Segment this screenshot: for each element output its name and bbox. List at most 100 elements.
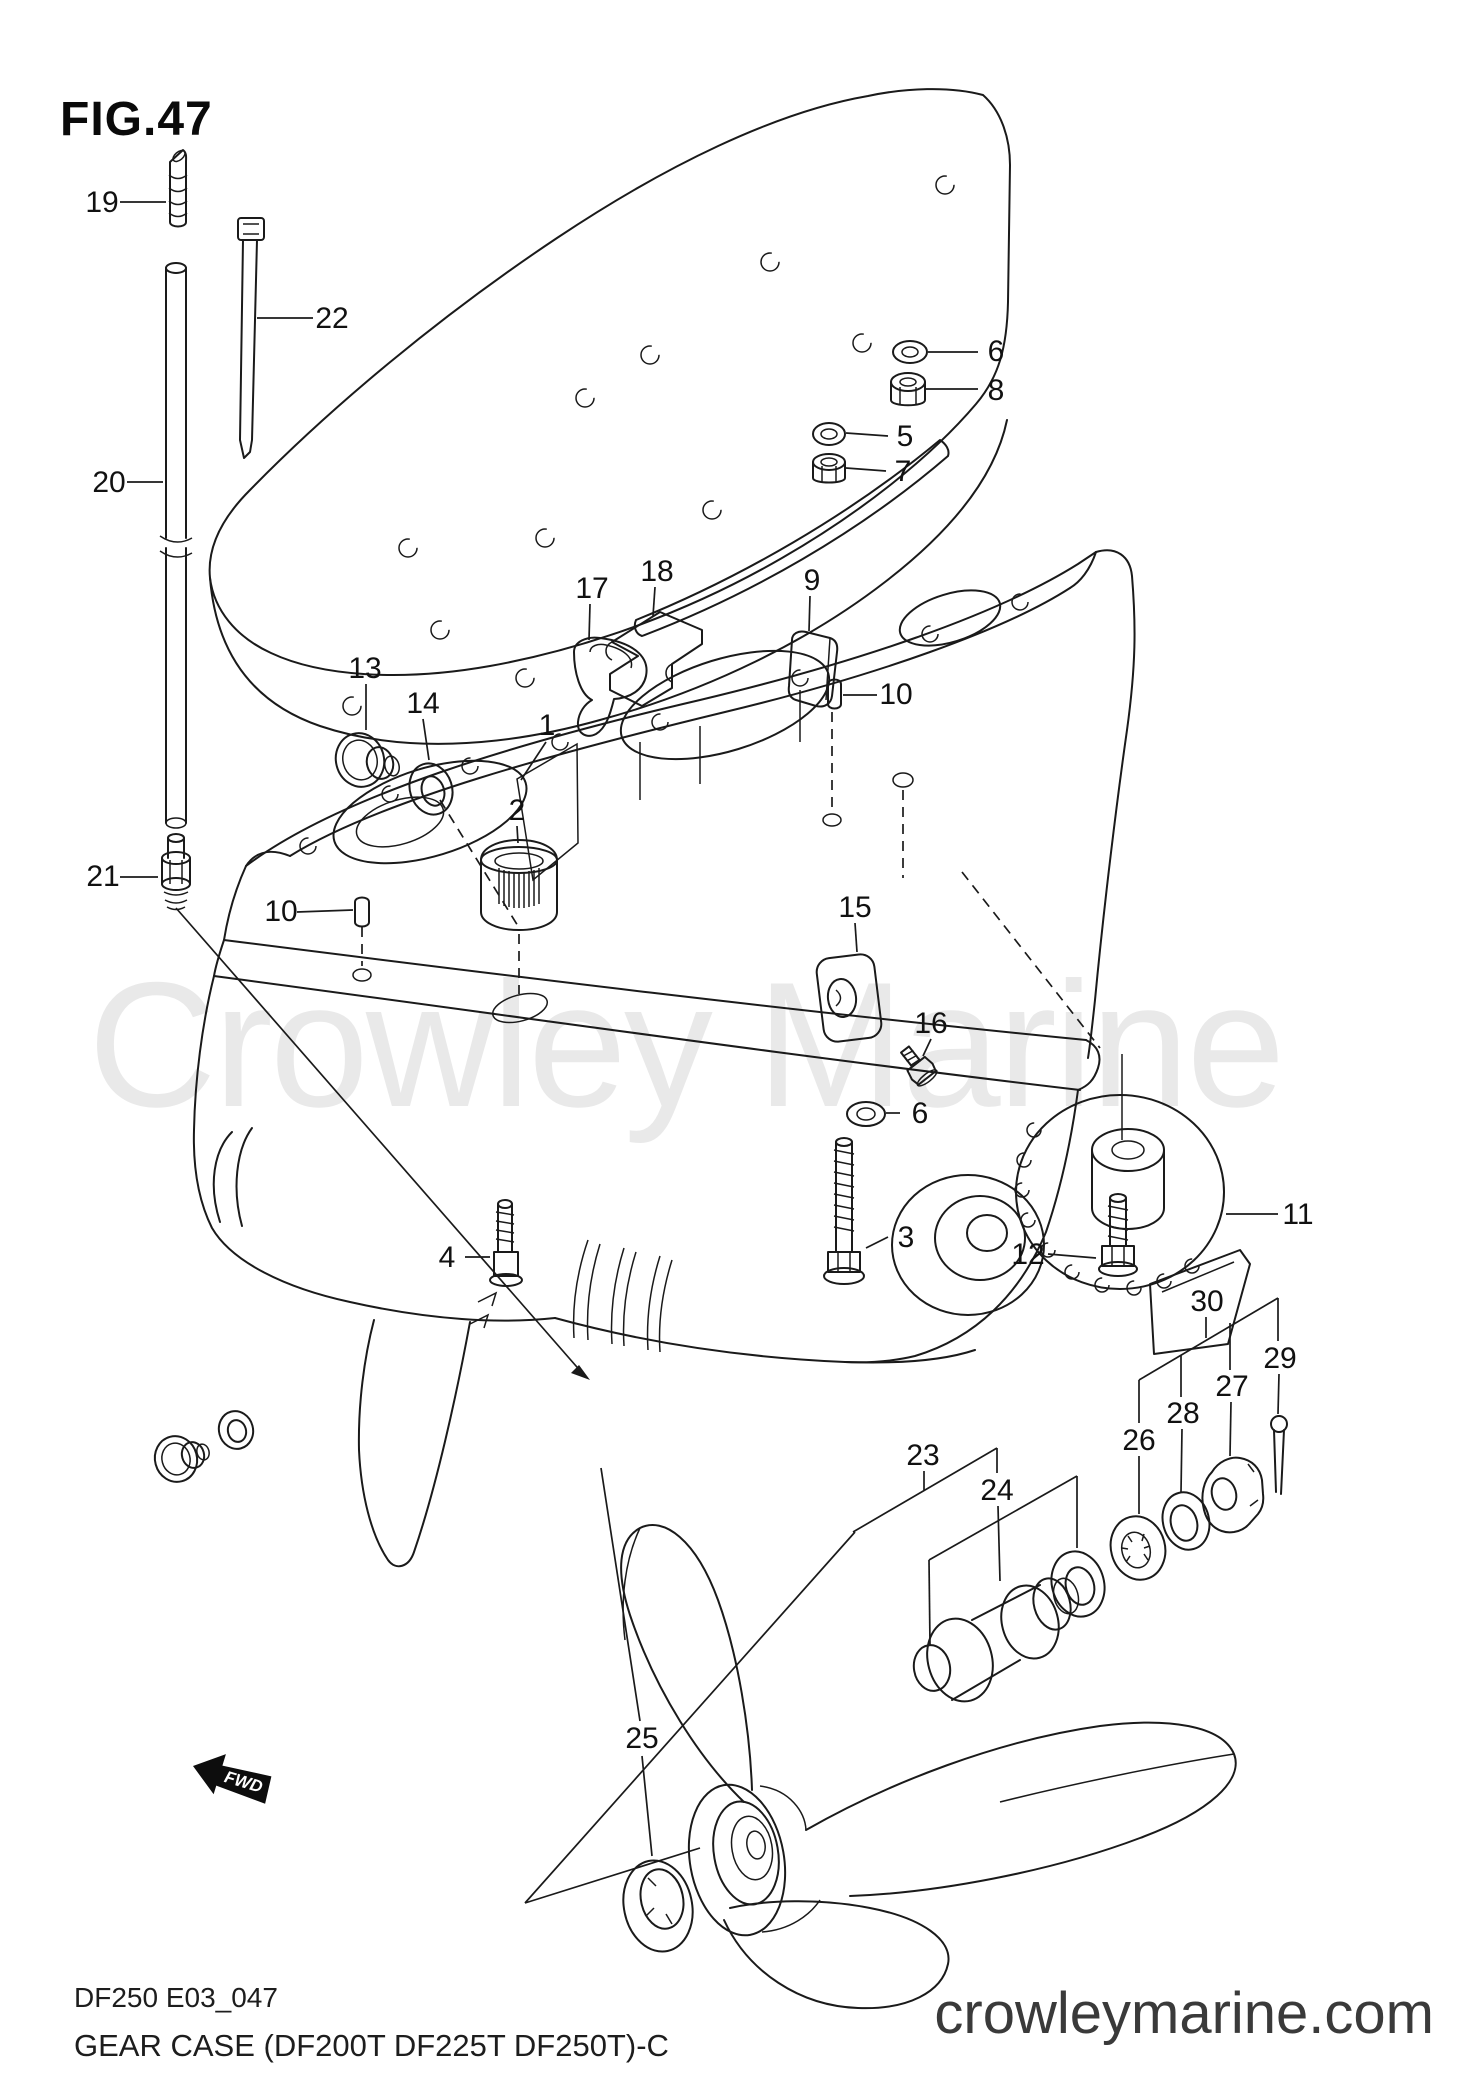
speedometer-fitting-21 (162, 834, 190, 910)
bracket-line (642, 1756, 652, 1856)
fwd-arrow: FWD (193, 1754, 272, 1804)
construction-lines (176, 712, 1278, 1903)
callout-label-20: 20 (92, 466, 125, 499)
plug-13-upper (330, 728, 402, 793)
callout-label-8: 8 (988, 374, 1005, 407)
damper-15 (815, 953, 883, 1043)
bracket-line (521, 742, 546, 780)
bracket-line (297, 910, 353, 912)
callout-label-13: 13 (348, 652, 381, 685)
bracket-line (866, 1237, 888, 1248)
bracket-line (176, 908, 583, 1374)
nut-8 (891, 373, 925, 405)
gear-case-cover (210, 89, 1010, 744)
gasket-14-lower (215, 1407, 258, 1453)
bracket-line (653, 587, 655, 616)
drawing-caption: GEAR CASE (DF200T DF225T DF250T)-C (74, 2028, 669, 2063)
castle-nut-27 (1202, 1458, 1263, 1533)
gear-case-housing (194, 550, 1135, 1566)
dowel-pin-10-upper (828, 680, 841, 709)
callout-label-10: 10 (879, 678, 912, 711)
tube-clamp-17 (574, 638, 647, 736)
washer-6-lower (847, 1102, 885, 1126)
cable-tie-22 (238, 218, 264, 458)
callout-label-24: 24 (980, 1474, 1013, 1507)
callout-label-5: 5 (897, 420, 914, 453)
callout-label-2: 2 (509, 794, 526, 827)
cotter-pin-29 (1271, 1416, 1287, 1494)
front-spacer-25 (615, 1854, 701, 1958)
bracket-line (1048, 1254, 1096, 1258)
washer-6-upper (893, 341, 927, 363)
callout-label-26: 26 (1122, 1424, 1155, 1457)
figure-number: FIG.47 (60, 93, 213, 146)
callout-label-3: 3 (898, 1221, 915, 1254)
callout-label-16: 16 (914, 1007, 947, 1040)
callout-label-6: 6 (988, 335, 1005, 368)
rear-washer (1044, 1545, 1111, 1622)
bracket-line (998, 1506, 1000, 1581)
water-flow-arrowhead (571, 1365, 590, 1380)
callout-label-25: 25 (625, 1722, 658, 1755)
gasket-14-upper (403, 758, 459, 820)
bracket-line (929, 1476, 1077, 1560)
bracket-line (601, 1468, 640, 1721)
thrust-ball-23 (910, 1642, 953, 1694)
callout-label-9: 9 (804, 564, 821, 597)
bolt-3 (824, 1138, 864, 1284)
bracket-line (1230, 1402, 1231, 1456)
propeller (621, 1525, 1236, 2008)
plug-13-lower (150, 1431, 211, 1486)
bracket-line (525, 1848, 700, 1903)
bracket-line (929, 1560, 930, 1645)
spline-washer-26 (1104, 1510, 1173, 1586)
dowel-pin-10-lower (355, 898, 369, 927)
clamp-bracket-18 (606, 612, 702, 706)
callout-label-12: 12 (1011, 1238, 1044, 1271)
callout-label-14: 14 (406, 687, 439, 720)
bracket-line (846, 433, 888, 436)
bracket-line (423, 719, 429, 760)
callout-label-1: 1 (539, 709, 556, 742)
bracket-line (517, 826, 518, 843)
callout-label-6: 6 (912, 1097, 929, 1130)
grease-nipple-19 (169, 148, 187, 226)
bracket-line (1139, 1298, 1278, 1380)
bracket-line (1278, 1374, 1279, 1414)
callout-label-23: 23 (906, 1439, 939, 1472)
bracket-line (1181, 1429, 1182, 1492)
bracket-line (853, 1448, 997, 1532)
callout-label-22: 22 (315, 302, 348, 335)
water-intake-slots (574, 1240, 672, 1352)
bracket-line (855, 923, 857, 952)
bolt-16 (895, 1042, 940, 1090)
callout-label-21: 21 (86, 860, 119, 893)
callout-label-29: 29 (1263, 1342, 1296, 1375)
callout-label-15: 15 (838, 891, 871, 924)
callout-label-4: 4 (439, 1241, 456, 1274)
bracket-line (923, 1039, 931, 1056)
watermark: Crowley Marine (88, 945, 1285, 1144)
callout-label-7: 7 (895, 455, 912, 488)
callout-label-11: 11 (1282, 1198, 1313, 1231)
callout-label-27: 27 (1215, 1370, 1248, 1403)
drawing-code: DF250 E03_047 (74, 1982, 278, 2013)
callout-label-10: 10 (264, 895, 297, 928)
bolt-12 (1099, 1194, 1137, 1276)
flange-bolt-holes (300, 594, 1028, 854)
bracket-line (525, 1532, 855, 1903)
callout-label-18: 18 (640, 555, 673, 588)
water-tube-20 (160, 263, 192, 828)
bearing-and-frame (481, 744, 578, 930)
callout-label-17: 17 (575, 572, 608, 605)
anode-9 (789, 631, 837, 706)
bolt-4 (470, 1200, 522, 1328)
bracket-line (846, 468, 886, 471)
callout-label-19: 19 (85, 186, 118, 219)
bracket-line (589, 604, 590, 640)
washer-28 (1156, 1487, 1215, 1555)
nut-7 (813, 454, 845, 483)
dashed-line (440, 800, 518, 926)
